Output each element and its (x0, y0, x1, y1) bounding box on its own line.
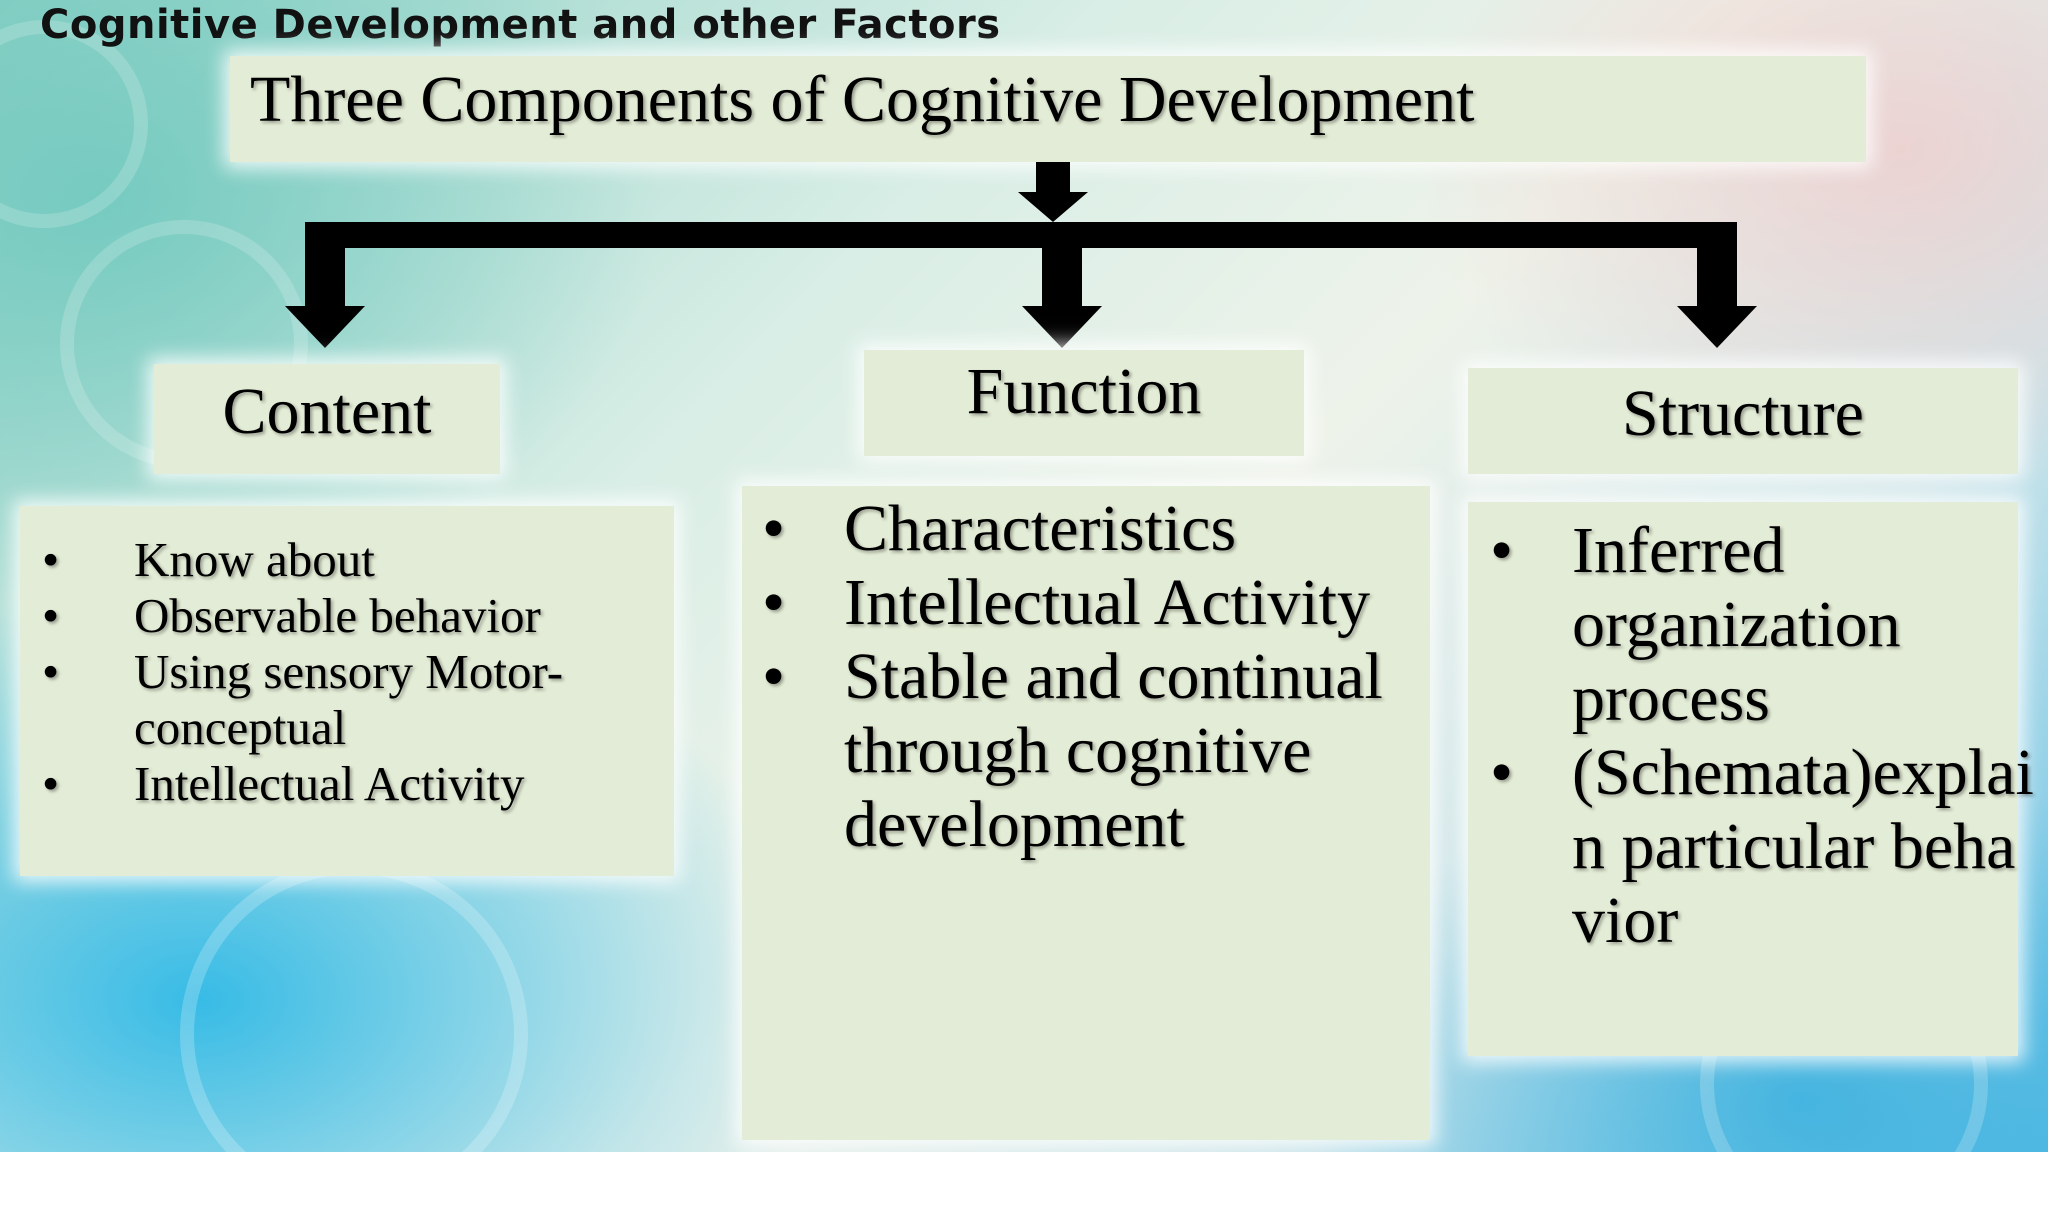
content-title: Content (222, 375, 432, 448)
stem-function (1042, 222, 1082, 308)
content-items-box: • Know about • Observable behavior • Using … (20, 506, 674, 876)
content-item-text: Observable behavior (134, 588, 541, 643)
arrowhead-function (1022, 306, 1102, 348)
list-item: • Know about (42, 532, 654, 588)
function-item-text: Intellectual Activity (844, 566, 1371, 639)
stem-content (305, 222, 345, 308)
stem-structure (1697, 222, 1737, 308)
function-list: •Characteristics •Intellectual Activity … (762, 492, 1404, 862)
list-item: • Intellectual Activity (42, 756, 654, 812)
bullet-icon: • (42, 644, 60, 699)
arrowhead-top (1018, 192, 1088, 222)
list-item: • Intellectual Activity (762, 566, 1404, 640)
content-title-box: Content (154, 364, 500, 474)
arrowhead-content (285, 306, 365, 348)
bullet-icon: • (42, 756, 60, 811)
content-list: • Know about • Observable behavior • Using … (42, 532, 654, 812)
bullet-icon: • (1490, 736, 1514, 809)
function-items-box: •Characteristics •Intellectual Activity … (742, 486, 1430, 1140)
bullet-icon: • (1490, 514, 1514, 587)
bullet-icon: • (42, 588, 60, 643)
horizontal-bar (305, 222, 1737, 248)
structure-item-text: Inferred organization process (1572, 514, 1901, 735)
bullet-icon: • (762, 566, 786, 639)
stem-top (1036, 162, 1070, 192)
diagram-title: Three Components of Cognitive Developmen… (250, 63, 1475, 136)
structure-title-box: Structure (1468, 368, 2018, 474)
function-title: Function (966, 355, 1202, 428)
function-title-box: Function (864, 350, 1304, 456)
list-item: • Stable and continual through cognitive … (762, 640, 1404, 862)
bullet-icon: • (762, 640, 786, 713)
list-item: • Observable behavior (42, 588, 654, 644)
structure-items-box: • Inferred organization process • (Schemat… (1468, 502, 2034, 1056)
connector-arrows (285, 162, 1757, 348)
content-item-text: Using sensory Motor-conceptual (134, 644, 564, 755)
main-title-box: Three Components of Cognitive Developmen… (230, 56, 1866, 162)
content-item-text: Know about (134, 532, 375, 587)
structure-title: Structure (1622, 377, 1864, 450)
list-item: • (Schemata)explain particular behavior (1490, 736, 2042, 958)
structure-list: • Inferred organization process • (Schemat… (1490, 514, 2042, 958)
arrowhead-structure (1677, 306, 1757, 348)
list-item: • Using sensory Motor-conceptual (42, 644, 654, 756)
function-item-text: Stable and continual through cognitive d… (844, 640, 1383, 861)
list-item: • Characteristics (762, 492, 1404, 566)
slide-header-title: Cognitive Development and other Factors (40, 2, 1001, 48)
content-item-text: Intellectual Activity (134, 756, 525, 811)
structure-item-text: (Schemata)explain particular behavior (1572, 736, 2034, 957)
bullet-icon: • (762, 492, 786, 565)
function-item-text: Characteristics (844, 492, 1237, 565)
bullet-icon: • (42, 532, 60, 587)
list-item: • Inferred organization process (1490, 514, 2042, 736)
